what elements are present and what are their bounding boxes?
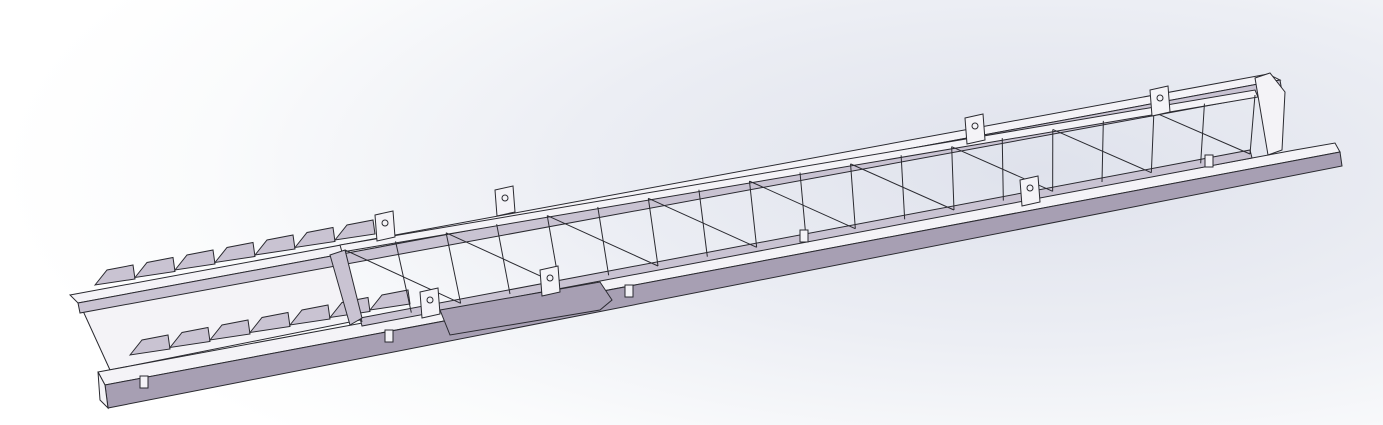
stair-tread-near <box>168 326 211 349</box>
diagonal-brace <box>395 241 412 313</box>
rail-clip <box>624 284 634 298</box>
stair-tread-far <box>93 264 136 286</box>
bolt-hole <box>546 274 554 282</box>
diagonal-brace <box>597 206 610 276</box>
diagonal-brace <box>1200 103 1205 164</box>
diagonal-brace <box>799 172 807 239</box>
diagonal-brace <box>1101 120 1104 183</box>
stair-tread-far <box>333 219 376 241</box>
diagonal-brace <box>850 163 955 211</box>
bolt-hole <box>501 194 509 202</box>
cross-member <box>850 163 856 229</box>
right-end-cap <box>1254 72 1286 156</box>
diagonal-brace <box>698 189 708 257</box>
bolt-hole <box>1156 94 1164 102</box>
diagonal-brace <box>1052 128 1152 174</box>
cross-member <box>1150 112 1155 173</box>
diagonal-brace <box>1153 111 1251 155</box>
rail-clip <box>799 229 809 243</box>
stair-tread-far <box>133 256 176 279</box>
stair-tread-near <box>128 334 171 356</box>
under-plate <box>439 281 613 336</box>
rail-clip <box>384 329 394 343</box>
left-divider-plate <box>329 249 363 326</box>
stair-tread-far <box>253 234 296 256</box>
diagonal-brace <box>749 180 856 230</box>
bolt-hole <box>1026 184 1034 192</box>
stair-tread-near <box>368 289 411 311</box>
stair-treads <box>93 219 411 356</box>
cross-member <box>951 146 955 211</box>
cross-member <box>647 198 659 267</box>
bolt-hole <box>426 296 434 304</box>
diagonal-brace <box>648 197 757 248</box>
near-rail-end-plate <box>97 371 109 410</box>
truss-members <box>344 94 1256 323</box>
cross-member <box>748 181 758 248</box>
cross-member <box>445 232 462 304</box>
bolt-hole <box>971 122 979 130</box>
rail-clip <box>1204 154 1214 168</box>
diagonal-brace <box>496 224 511 295</box>
diagonal-brace <box>900 155 906 220</box>
stair-tread-near <box>208 319 251 341</box>
stair-tread-far <box>173 249 216 271</box>
bolt-hole <box>381 219 389 227</box>
stair-tread-near <box>288 304 331 326</box>
mounting-brackets <box>139 85 1214 389</box>
stair-tread-near <box>248 311 291 334</box>
stair-tread-far <box>213 241 256 264</box>
inner-rail-upper <box>339 89 1259 253</box>
stair-tread-far <box>293 226 336 249</box>
cross-member <box>1249 94 1256 155</box>
diagonal-brace <box>1001 138 1004 201</box>
diagonal-brace <box>344 249 461 304</box>
diagonal-brace <box>547 215 659 267</box>
rail-clip <box>139 375 149 389</box>
